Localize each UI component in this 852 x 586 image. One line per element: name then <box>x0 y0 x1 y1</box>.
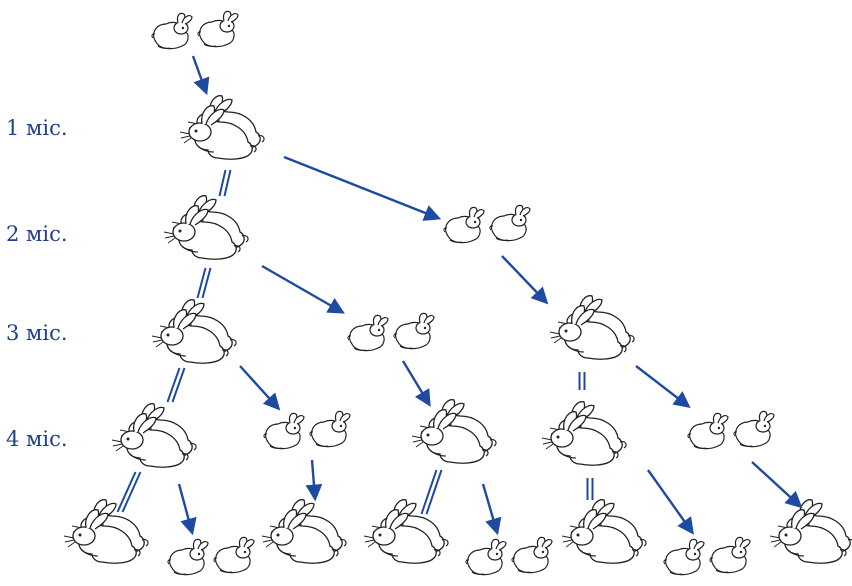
growth-arrow <box>751 461 803 509</box>
same-pair-double-line <box>201 267 212 299</box>
same-pair-double-line <box>121 471 142 513</box>
baby-rabbit-pair-icon <box>444 205 530 242</box>
baby-rabbit-pair-icon <box>688 411 774 448</box>
growth-arrow <box>177 483 197 536</box>
same-pair-double-line <box>223 169 232 197</box>
adult-rabbit-pair-icon <box>262 500 346 564</box>
month-label-1: 1 міс. <box>6 116 68 140</box>
adult-rabbit-pair-icon <box>550 296 634 360</box>
arrows <box>116 55 803 536</box>
same-pair-double-line <box>171 367 186 403</box>
adult-rabbit-pair-icon <box>180 96 264 160</box>
adult-rabbit-pair-icon <box>412 400 496 464</box>
adult-rabbit-pair-icon <box>562 500 646 564</box>
same-pair-double-line <box>166 367 181 403</box>
baby-rabbit-pair-icon <box>664 537 750 574</box>
adult-rabbit-pair-icon <box>152 300 236 364</box>
growth-arrow <box>191 55 210 96</box>
growth-arrow <box>481 483 502 536</box>
same-pair-double-line <box>218 169 227 197</box>
growth-arrow <box>635 365 691 409</box>
adult-rabbit-pair-icon <box>542 402 626 466</box>
month-label-2: 2 міс. <box>6 222 68 246</box>
growth-arrow <box>647 469 694 535</box>
month-label-3: 3 міс. <box>6 321 68 345</box>
growth-arrow <box>239 365 281 411</box>
baby-rabbit-pair-icon <box>348 313 434 350</box>
month-label-4: 4 міс. <box>6 427 68 451</box>
growth-arrow <box>261 264 345 314</box>
growth-arrow <box>305 459 323 502</box>
baby-rabbit-pair-icon <box>152 11 238 48</box>
growth-arrow <box>401 360 431 407</box>
adult-rabbit-pair-icon <box>64 500 148 564</box>
baby-rabbit-pair-icon <box>264 411 350 448</box>
growth-arrow <box>283 155 442 221</box>
same-pair-double-line <box>116 471 137 513</box>
adult-rabbit-pair-icon <box>164 196 248 260</box>
adult-rabbit-pair-icon <box>364 500 448 564</box>
rabbit-pictures <box>64 11 852 574</box>
same-pair-double-line <box>420 469 438 515</box>
same-pair-double-line <box>196 267 207 299</box>
adult-rabbit-pair-icon <box>770 500 852 564</box>
same-pair-double-line <box>425 469 443 515</box>
adult-rabbit-pair-icon <box>112 404 196 468</box>
baby-rabbit-pair-icon <box>168 537 254 574</box>
baby-rabbit-pair-icon <box>466 537 552 574</box>
growth-arrow <box>501 255 549 305</box>
